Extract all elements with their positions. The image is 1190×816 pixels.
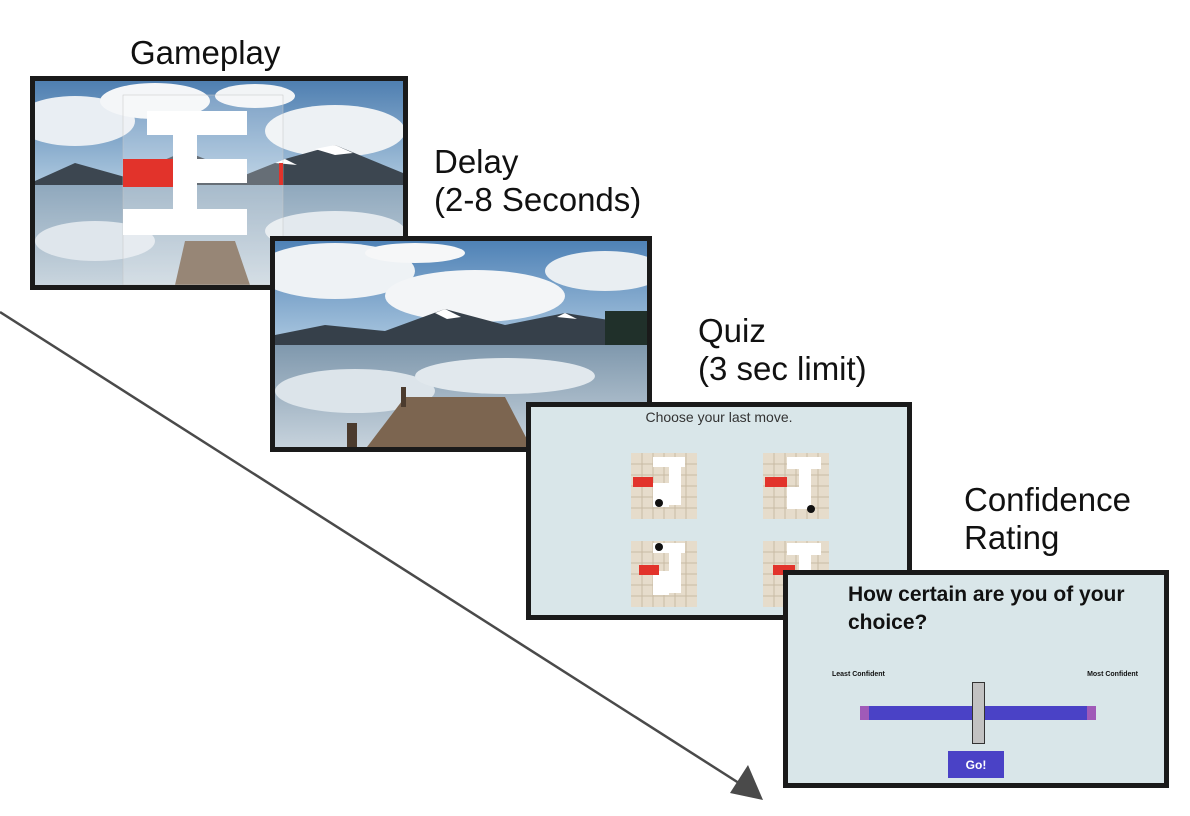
quiz-prompt: Choose your last move. (645, 409, 793, 425)
delay-label: Delay (2-8 Seconds) (434, 143, 642, 218)
quiz-label: Quiz (3 sec limit) (698, 312, 867, 387)
quiz-option-3[interactable] (631, 541, 697, 607)
confidence-screen: How certain are you of your choice? Leas… (783, 570, 1169, 788)
go-button[interactable]: Go! (948, 751, 1004, 778)
slider-max-cap (1087, 706, 1096, 720)
most-confident-label: Most Confident (1087, 671, 1138, 678)
quiz-option-1[interactable] (631, 453, 697, 519)
slider-min-cap (860, 706, 869, 720)
quiz-option-2[interactable] (763, 453, 829, 519)
gameplay-scene (35, 81, 403, 285)
delay-screen (270, 236, 652, 452)
confidence-question: How certain are you of your choice? (848, 583, 1125, 634)
confidence-slider-handle[interactable] (971, 682, 985, 744)
gameplay-label: Gameplay (130, 34, 281, 71)
gameplay-screen (30, 76, 408, 290)
confidence-label: Confidence Rating (964, 481, 1131, 556)
least-confident-label: Least Confident (832, 671, 885, 678)
delay-scene (275, 241, 647, 447)
